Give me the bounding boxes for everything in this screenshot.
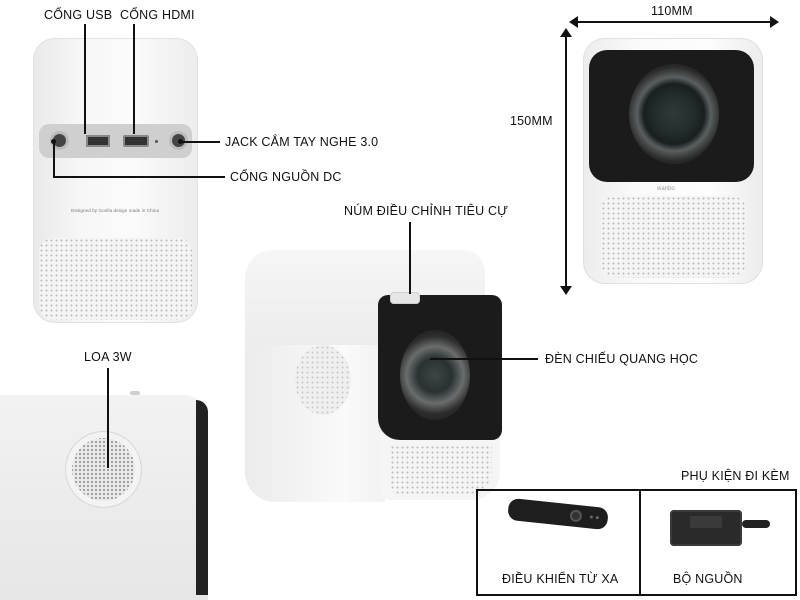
adapter-cable-icon	[742, 520, 770, 528]
front-speaker-grille	[601, 196, 746, 278]
arrow-up-icon	[560, 28, 572, 37]
angled-front-grille	[390, 445, 492, 495]
width-dimension-line	[574, 21, 774, 23]
front-lens-icon	[629, 64, 719, 164]
jack-leader-line	[180, 141, 220, 143]
remote-button-icon	[595, 515, 599, 520]
optical-lens-label: ĐÈN CHIẾU QUANG HỌC	[545, 352, 699, 366]
dc-leader-line-v	[53, 141, 55, 177]
arrow-left-icon	[569, 16, 578, 28]
back-small-print: Designed by Gorilla design made in China	[71, 208, 160, 213]
arrow-down-icon	[560, 286, 572, 295]
accessory-adapter-label: BỘ NGUỒN	[673, 572, 743, 586]
headphone-jack-label: JACK CẮM TAY NGHE 3.0	[225, 135, 379, 149]
angled-side-speaker-icon	[295, 345, 351, 415]
height-dimension-label: 150MM	[510, 114, 553, 128]
focus-leader-line	[409, 222, 411, 294]
hdmi-leader-line	[133, 24, 135, 134]
projector-front-view: wanbo	[583, 38, 763, 284]
usb-port-label: CỔNG USB	[44, 8, 113, 22]
accessories-divider	[639, 489, 641, 596]
projector-back-view: Designed by Gorilla design made in China	[33, 38, 198, 323]
adapter-label-plate	[690, 516, 722, 528]
side-top-button-icon	[130, 391, 140, 395]
hdmi-port-icon	[123, 135, 149, 147]
remote-button-icon	[589, 515, 594, 519]
width-dimension-label: 110MM	[651, 4, 693, 18]
focus-knob-label: NÚM ĐIỀU CHỈNH TIÊU CỰ	[344, 204, 509, 218]
accessories-box	[476, 489, 797, 596]
side-lens-edge	[196, 400, 208, 595]
brand-mark: wanbo	[657, 186, 675, 192]
dc-power-port-icon	[53, 134, 66, 147]
angled-lens-icon	[400, 330, 470, 420]
back-speaker-grille	[39, 238, 192, 320]
remote-dpad-icon	[569, 509, 583, 523]
speaker-leader-line	[107, 368, 109, 468]
arrow-right-icon	[770, 16, 779, 28]
accessory-remote-label: ĐIỀU KHIỂN TỪ XA	[502, 572, 619, 586]
usb-leader-line	[84, 24, 86, 134]
dc-power-port-label: CỔNG NGUỒN DC	[230, 170, 342, 184]
front-lens-bezel	[589, 50, 754, 182]
height-dimension-line	[565, 34, 567, 290]
dc-leader-line-h	[53, 176, 225, 178]
focus-knob-icon	[390, 292, 420, 304]
port-panel	[39, 124, 192, 158]
indicator-led-icon	[155, 140, 158, 143]
power-adapter-icon	[670, 510, 742, 546]
lens-leader-line	[430, 358, 538, 360]
hdmi-port-label: CỔNG HDMI	[120, 8, 195, 22]
side-speaker-grille-icon	[66, 432, 141, 507]
speaker-label: LOA 3W	[84, 350, 132, 364]
accessories-title: PHỤ KIỆN ĐI KÈM	[681, 469, 790, 483]
usb-port-icon	[86, 135, 110, 147]
